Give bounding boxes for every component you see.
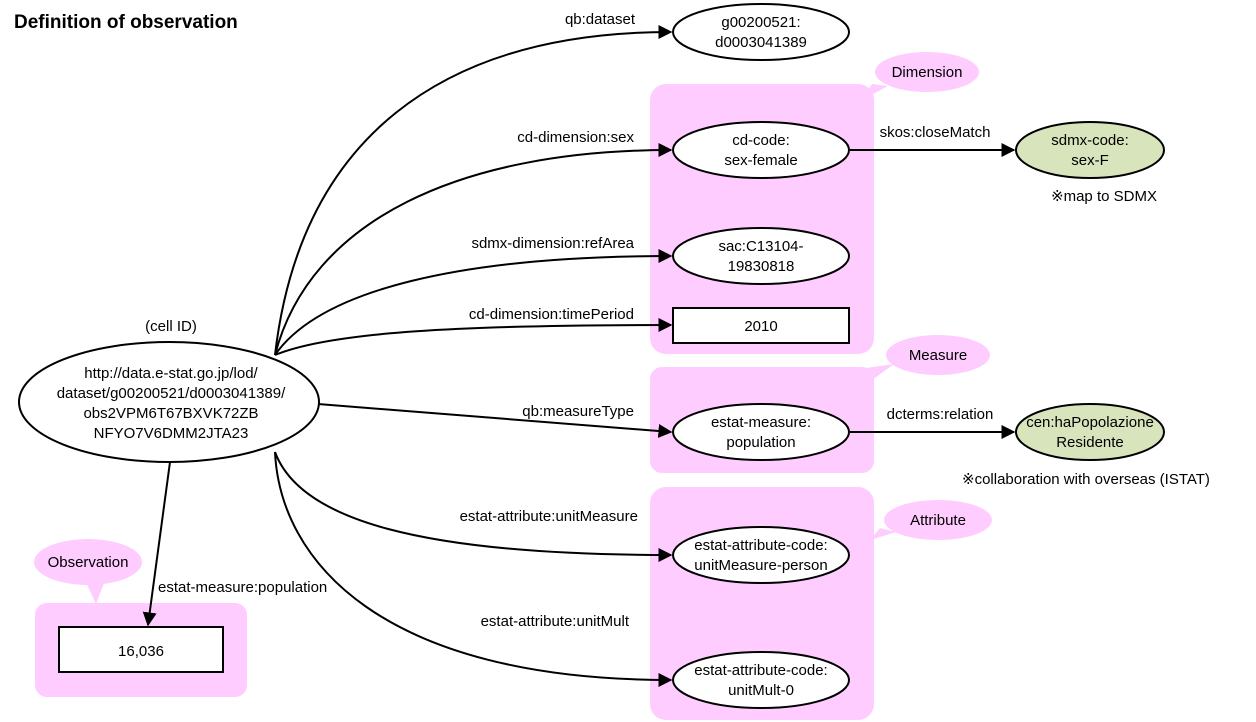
measure-callout: Measure	[866, 335, 990, 380]
edge-label-ref-area: sdmx-dimension:refArea	[471, 235, 634, 252]
edge-label-relation: dcterms:relation	[887, 406, 994, 423]
sex-node: cd-code: sex-female	[672, 121, 850, 179]
observation-callout: Observation	[34, 539, 142, 604]
unit-measure-line-2: unitMeasure-person	[694, 557, 827, 574]
measure-node: estat-measure: population	[672, 403, 850, 461]
edge-dataset	[274, 25, 673, 356]
unit-measure-line-1: estat-attribute-code:	[694, 537, 827, 554]
istat-note: ※collaboration with overseas (ISTAT)	[962, 471, 1210, 488]
subject-line-3: obs2VPM6T67BXVK72ZB	[83, 405, 258, 422]
edge-label-unit-mult: estat-attribute:unitMult	[481, 613, 630, 630]
edge-time-period	[274, 318, 673, 356]
subject-line-1: http://data.e-stat.go.jp/lod/	[84, 365, 258, 382]
edge-label-close-match: skos:closeMatch	[880, 124, 991, 141]
unit-mult-line-1: estat-attribute-code:	[694, 662, 827, 679]
measure-line-2: population	[726, 434, 795, 451]
istat-line-2: Residente	[1056, 434, 1124, 451]
time-period-node: 2010	[672, 307, 850, 344]
attribute-label: Attribute	[910, 512, 966, 529]
sdmx-note: ※map to SDMX	[1051, 188, 1157, 205]
observation-value-node: 16,036	[58, 626, 224, 673]
edge-label-sex: cd-dimension:sex	[517, 129, 634, 146]
edge-label-measure-type: qb:measureType	[522, 403, 634, 420]
sex-line-2: sex-female	[724, 152, 797, 169]
measure-label: Measure	[909, 347, 967, 364]
sex-line-1: cd-code:	[732, 132, 790, 149]
edge-label-population: estat-measure:population	[158, 579, 327, 596]
cell-id-label: (cell ID)	[145, 318, 197, 335]
edge-unit-mult	[274, 451, 673, 687]
attribute-callout: Attribute	[870, 500, 992, 540]
unit-measure-node: estat-attribute-code: unitMeasure-person	[672, 526, 850, 584]
edge-label-unit-measure: estat-attribute:unitMeasure	[460, 508, 638, 525]
edge-ref-area	[274, 249, 673, 356]
dimension-label: Dimension	[892, 64, 963, 81]
unit-mult-line-2: unitMult-0	[728, 682, 794, 699]
observation-label: Observation	[48, 554, 129, 571]
ref-area-line-1: sac:C13104-	[718, 238, 803, 255]
subject-line-2: dataset/g00200521/d0003041389/	[57, 385, 286, 402]
istat-line-1: cen:haPopolazione	[1026, 414, 1154, 431]
edge-sex	[274, 143, 673, 356]
dimension-callout: Dimension	[862, 52, 979, 100]
edge-label-dataset: qb:dataset	[565, 11, 636, 28]
subject-line-4: NFYO7V6DMM2JTA23	[94, 425, 249, 442]
sdmx-sex-line-2: sex-F	[1071, 152, 1109, 169]
dataset-line-1: g00200521:	[721, 14, 800, 31]
page-title: Definition of observation	[14, 12, 238, 33]
sdmx-sex-line-1: sdmx-code:	[1051, 132, 1129, 149]
dataset-line-2: d0003041389	[715, 34, 807, 51]
time-period-value: 2010	[744, 318, 777, 335]
observation-value: 16,036	[118, 643, 164, 660]
dataset-node: g00200521: d0003041389	[672, 3, 850, 61]
unit-mult-node: estat-attribute-code: unitMult-0	[672, 651, 850, 709]
edge-measure-type	[317, 403, 673, 438]
edge-population	[142, 461, 171, 627]
ref-area-node: sac:C13104- 19830818	[672, 227, 850, 285]
subject-node: http://data.e-stat.go.jp/lod/ dataset/g0…	[18, 341, 320, 463]
edge-unit-measure	[274, 451, 673, 562]
measure-line-1: estat-measure:	[711, 414, 811, 431]
sdmx-sex-node: sdmx-code: sex-F	[1015, 121, 1165, 179]
istat-node: cen:haPopolazione Residente	[1015, 403, 1165, 461]
ref-area-line-2: 19830818	[728, 258, 795, 275]
edge-label-time-period: cd-dimension:timePeriod	[469, 306, 634, 323]
